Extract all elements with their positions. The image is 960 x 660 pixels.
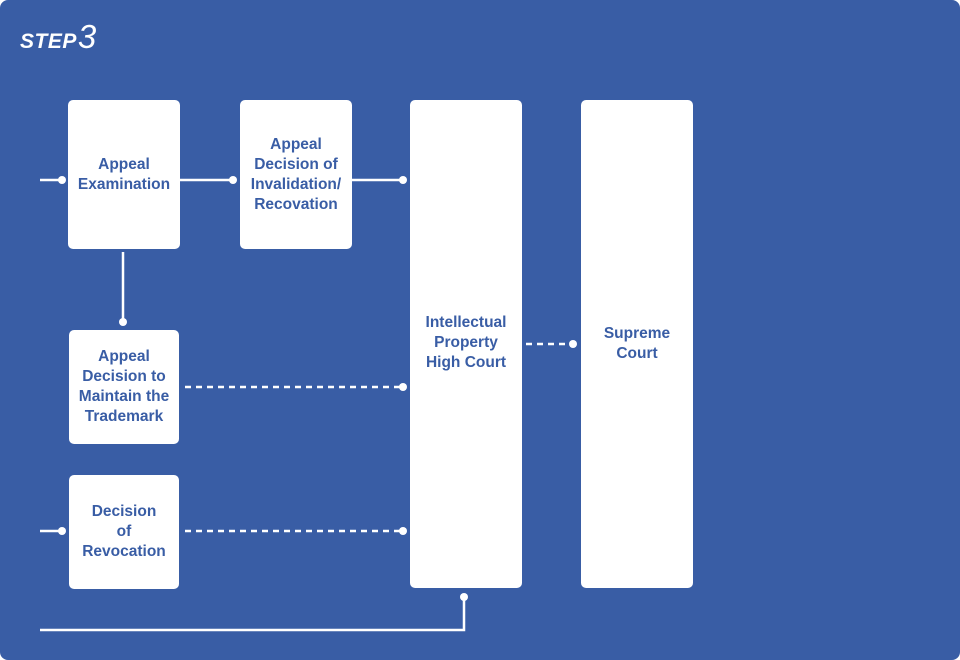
connector-dot: [569, 340, 577, 348]
connector-dot: [399, 383, 407, 391]
connector-dot: [58, 176, 66, 184]
connector-dot: [460, 593, 468, 601]
step-title: STEP3: [20, 18, 96, 56]
connector-dot: [399, 176, 407, 184]
connector-dot: [399, 527, 407, 535]
node-ip-high-court: Intellectual Property High Court: [410, 100, 522, 588]
node-appeal-examination: Appeal Examination: [68, 100, 180, 249]
node-decision-revocation: Decision of Revocation: [69, 475, 179, 589]
node-appeal-decision-maintain: Appeal Decision to Maintain the Trademar…: [69, 330, 179, 444]
step-word: STEP: [20, 30, 77, 53]
connector-dot: [58, 527, 66, 535]
connector-dot: [229, 176, 237, 184]
connector-bottom-to-high-court: [40, 597, 466, 632]
node-supreme-court: Supreme Court: [581, 100, 693, 588]
node-appeal-decision-invalidation: Appeal Decision of Invalidation/ Recovat…: [240, 100, 352, 249]
connector-dot: [119, 318, 127, 326]
step-number: 3: [77, 18, 97, 55]
